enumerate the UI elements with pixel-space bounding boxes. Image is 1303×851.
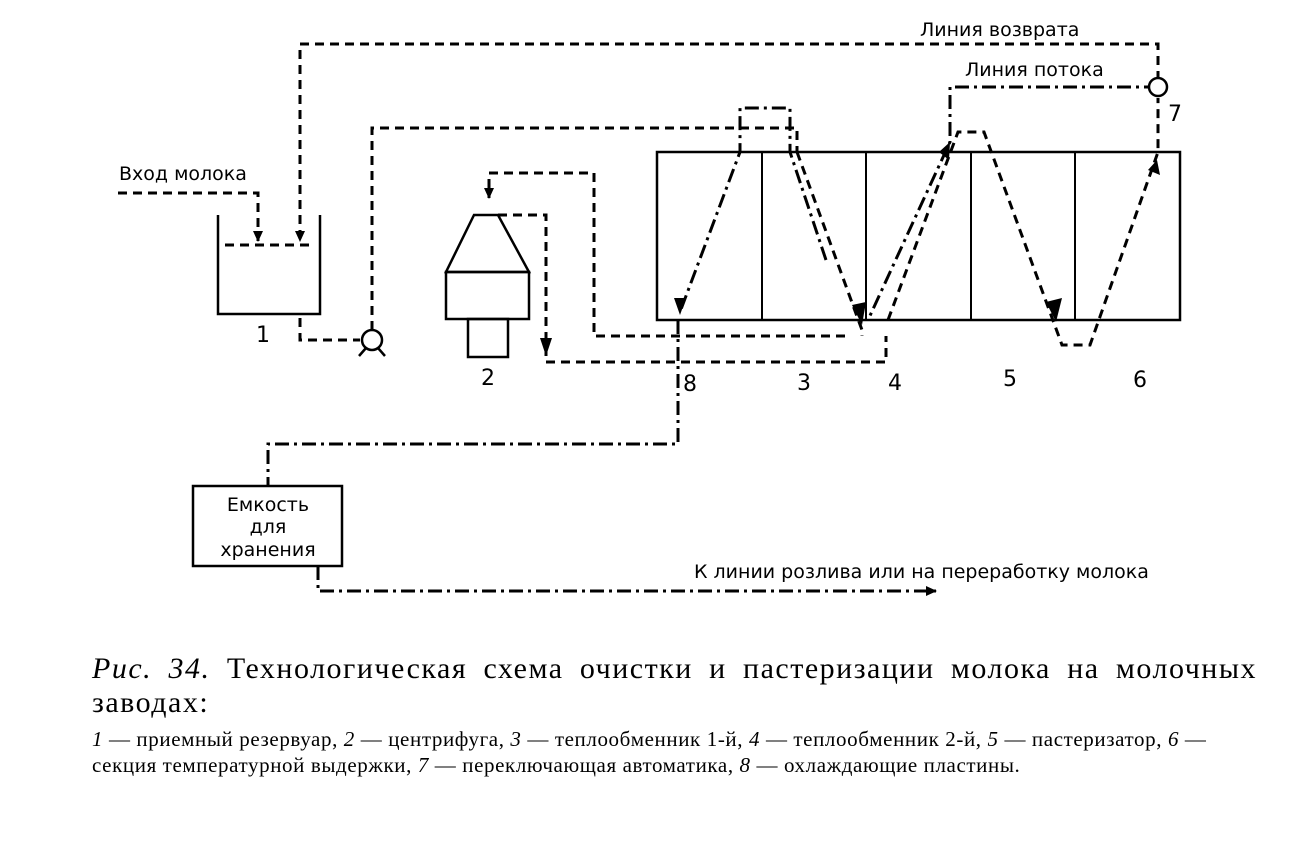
number-2: 2	[481, 366, 495, 391]
milk-input-label: Вход молока	[119, 163, 247, 185]
legend-item: 6 — секция температурной выдержки,	[92, 727, 1207, 777]
return-line-label: Линия возврата	[920, 19, 1079, 41]
figure-caption: Рис. 34. Технологическая схема очистки и…	[92, 652, 1257, 778]
legend-item: 1 — приемный резервуар,	[92, 727, 338, 751]
regeneration-path	[678, 106, 828, 313]
plate-heat-exchanger	[655, 150, 1182, 322]
number-7: 7	[1168, 102, 1182, 127]
number-6: 6	[1133, 368, 1147, 393]
heat-recovery-path	[866, 85, 1158, 321]
storage-label-2: для	[250, 516, 287, 538]
storage-label-3: хранения	[220, 539, 315, 561]
flow-line-label: Линия потока	[965, 59, 1104, 81]
output-line	[316, 566, 937, 596]
raw-milk-path	[795, 151, 864, 336]
centrifuge-outlet-line	[498, 213, 888, 364]
pasteurization-path	[886, 98, 1160, 347]
legend-item: 2 — центрифуга,	[343, 727, 505, 751]
storage-tank	[191, 484, 344, 568]
switch-valve	[1147, 76, 1169, 98]
receiving-tank	[216, 215, 322, 316]
figure-title: Технологическая схема очистки и пастериз…	[92, 652, 1258, 719]
number-5: 5	[1003, 367, 1017, 392]
caption-legend: 1 — приемный резервуар, 2 — центрифуга, …	[92, 726, 1257, 778]
legend-item: 8 — охлаждающие пластины.	[739, 753, 1021, 777]
number-3: 3	[797, 371, 811, 396]
process-scheme: Линия возврата Линия потока Вход молока …	[118, 19, 1182, 596]
milk-input-line	[118, 191, 263, 242]
legend-item: 3 — теплообменник 1-й,	[510, 727, 744, 751]
legend-item: 4 — теплообменник 2-й,	[748, 727, 982, 751]
number-4: 4	[888, 371, 902, 396]
number-1: 1	[256, 323, 270, 348]
output-label: К линии розлива или на переработку молок…	[694, 561, 1149, 583]
caption-title: Рис. 34. Технологическая схема очистки и…	[92, 652, 1257, 720]
storage-label-1: Емкость	[227, 494, 309, 516]
centrifuge	[443, 213, 532, 359]
exchanger-to-centrifuge-line	[484, 171, 845, 338]
cooling-outlet-line	[266, 320, 680, 486]
figure-label: Рис. 34.	[92, 652, 211, 685]
pump-symbol	[358, 328, 386, 357]
number-8: 8	[683, 372, 697, 397]
pump-to-exchanger-line	[370, 126, 799, 330]
return-line	[295, 42, 1160, 242]
legend-item: 7 — переключающая автоматика,	[417, 753, 734, 777]
legend-item: 5 — пастеризатор,	[987, 727, 1163, 751]
tank-outlet-line	[298, 318, 360, 342]
